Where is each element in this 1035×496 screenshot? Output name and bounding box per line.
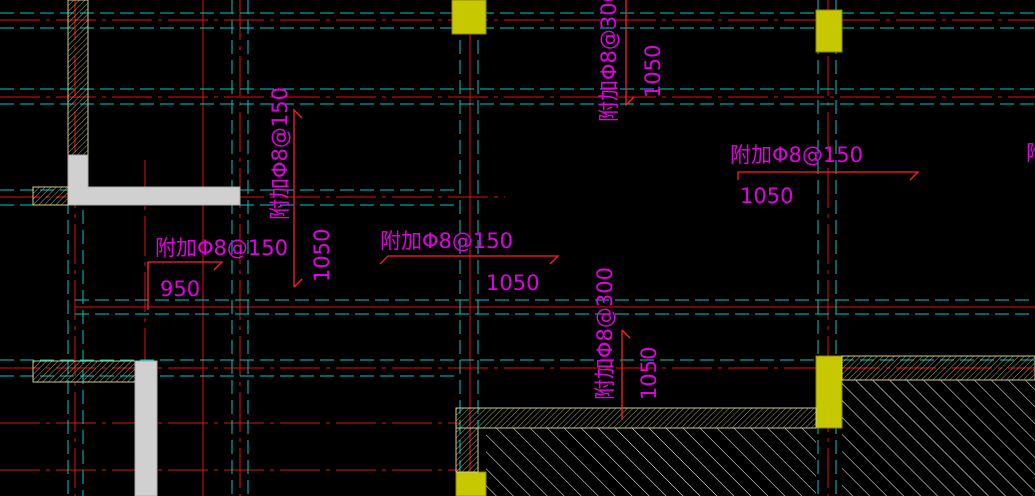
length-label-6: 1050 bbox=[637, 347, 661, 400]
rebar-dimension-lines bbox=[147, 0, 920, 420]
rebar-label-4: 附加Φ8@300 bbox=[597, 0, 621, 122]
shear-walls bbox=[32, 0, 241, 496]
length-label-4: 1050 bbox=[641, 45, 665, 98]
rebar-label-7: 附 bbox=[1026, 141, 1035, 165]
length-label-2: 1050 bbox=[310, 229, 334, 282]
length-label-1: 950 bbox=[160, 277, 200, 301]
rebar-label-2: 附加Φ8@150 bbox=[268, 87, 292, 220]
annotations: 附加Φ8@150 950 附加Φ8@150 1050 附加Φ8@150 1050… bbox=[155, 0, 1035, 400]
length-label-5: 1050 bbox=[740, 184, 793, 208]
rebar-label-5: 附加Φ8@150 bbox=[730, 143, 863, 167]
rebar-label-3: 附加Φ8@150 bbox=[380, 229, 513, 253]
hatched-slabs bbox=[455, 355, 1035, 496]
length-label-3: 1050 bbox=[486, 271, 539, 295]
rebar-label-6: 附加Φ8@300 bbox=[593, 267, 617, 400]
columns bbox=[451, 0, 843, 496]
rebar-label-1: 附加Φ8@150 bbox=[155, 236, 288, 260]
